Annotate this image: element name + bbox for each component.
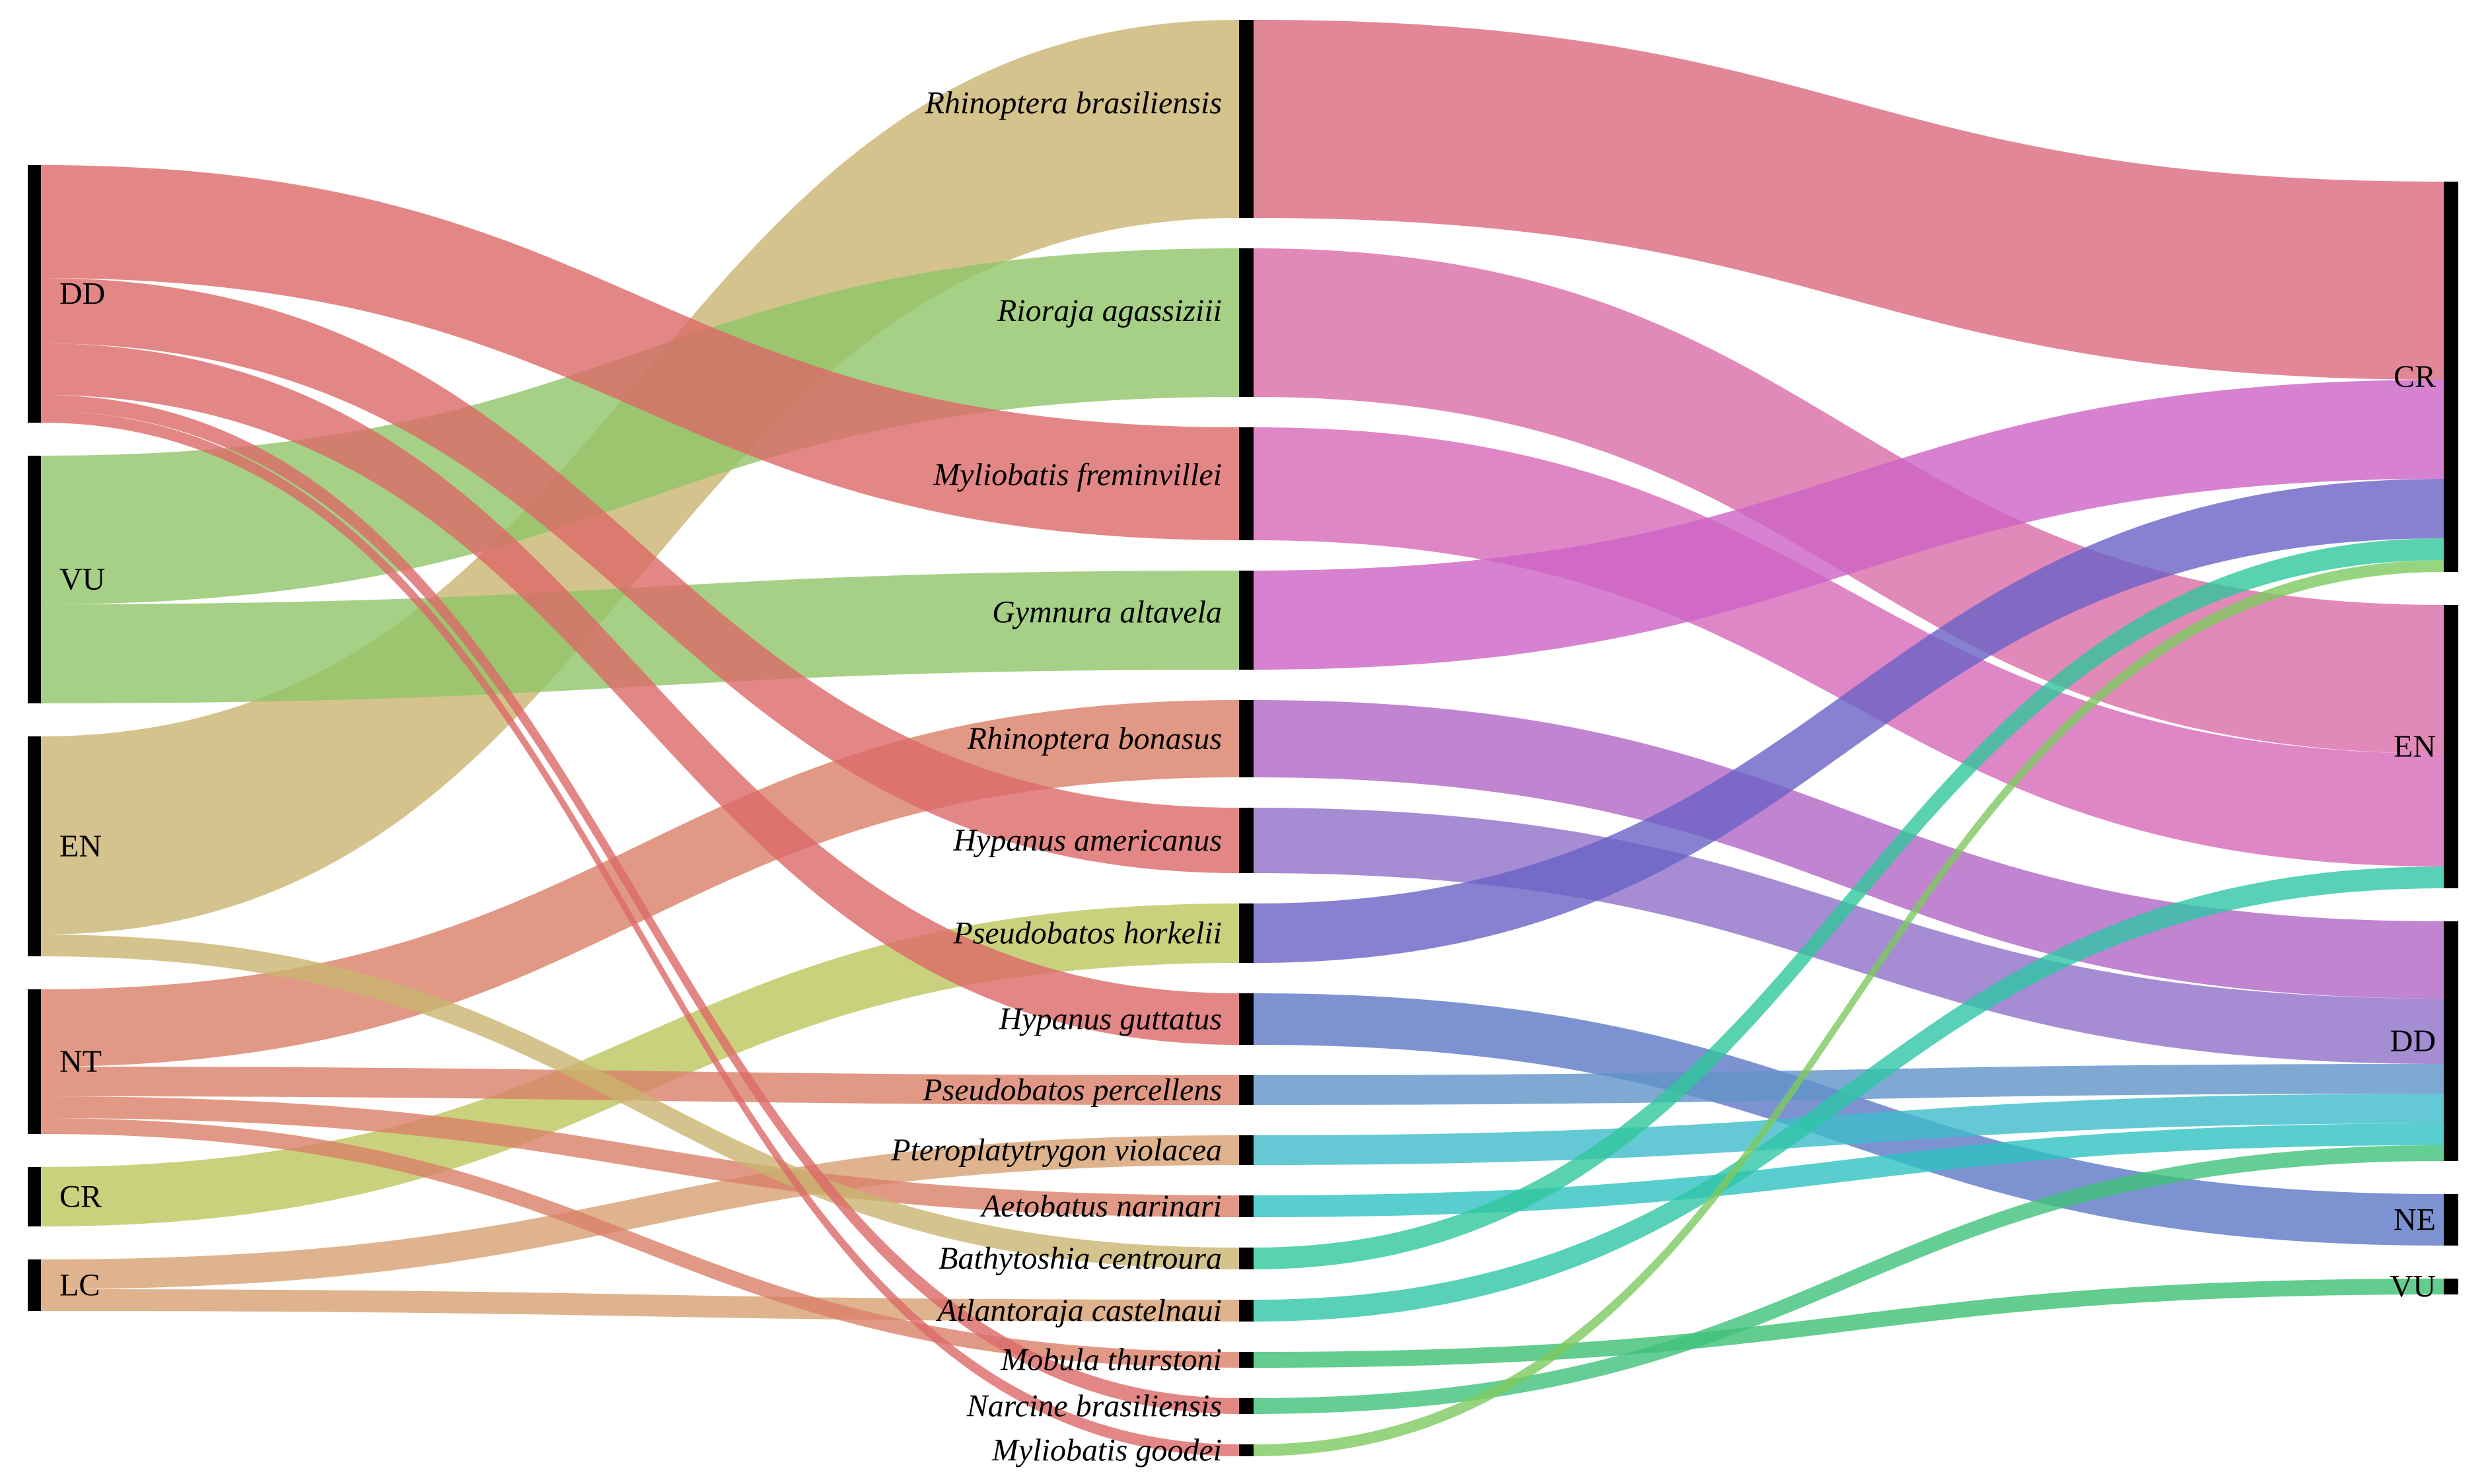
species-label-myliobatis-freminvillei: Myliobatis freminvillei — [933, 457, 1222, 492]
link-nt-to-pseudobatos-percellens — [41, 1067, 1239, 1105]
right-node-label-dd: DD — [2390, 1024, 2436, 1059]
species-bar-myliobatis-freminvillei — [1239, 427, 1254, 540]
left-node-bar-vu — [28, 456, 41, 703]
left-node-bar-dd — [28, 165, 41, 423]
right-node-label-en: EN — [2394, 729, 2436, 764]
left-node-label-en: EN — [59, 829, 102, 864]
link-pteroplatytrygon-violacea-to-dd — [1254, 1094, 2444, 1165]
left-node-bar-nt — [28, 989, 41, 1134]
link-vu-to-gymnura-altavela — [41, 571, 1239, 703]
right-node-bar-ne — [2444, 1194, 2458, 1246]
left-node-label-vu: VU — [59, 562, 105, 597]
species-bar-aetobatus-narinari — [1239, 1195, 1254, 1217]
species-label-myliobatis-goodei: Myliobatis goodei — [991, 1433, 1222, 1468]
species-label-rioraja-agassiziii: Rioraja agassiziii — [997, 293, 1222, 328]
species-bar-myliobatis-goodei — [1239, 1444, 1254, 1456]
species-label-hypanus-americanus: Hypanus americanus — [952, 823, 1222, 858]
left-node-label-cr: CR — [59, 1180, 102, 1215]
right-node-label-cr: CR — [2394, 359, 2436, 394]
species-bar-pseudobatos-percellens — [1239, 1075, 1254, 1105]
link-lc-to-pteroplatytrygon-violacea — [41, 1135, 1239, 1289]
right-links — [1254, 20, 2444, 1456]
species-bar-hypanus-guttatus — [1239, 993, 1254, 1045]
species-label-mobula-thurstoni: Mobula thurstoni — [1000, 1343, 1222, 1378]
link-rhinoptera-brasiliensis-to-cr — [1254, 20, 2444, 380]
link-dd-to-hypanus-americanus — [41, 278, 1239, 873]
right-node-label-vu: VU — [2390, 1269, 2436, 1304]
link-pseudobatos-horkelii-to-cr — [1254, 479, 2444, 963]
link-lc-to-atlantoraja-castelnaui — [41, 1289, 1239, 1322]
species-bar-gymnura-altavela — [1239, 571, 1254, 670]
species-label-bathytoshia-centroura: Bathytoshia centroura — [939, 1241, 1222, 1276]
species-bar-narcine-brasiliensis — [1239, 1398, 1254, 1414]
species-bar-pteroplatytrygon-violacea — [1239, 1135, 1254, 1165]
species-bar-bathytoshia-centroura — [1239, 1248, 1254, 1269]
species-bar-rioraja-agassiziii — [1239, 248, 1254, 397]
species-bar-atlantoraja-castelnaui — [1239, 1300, 1254, 1322]
link-bathytoshia-centroura-to-cr — [1254, 538, 2444, 1269]
species-label-aetobatus-narinari: Aetobatus narinari — [979, 1189, 1222, 1224]
link-dd-to-narcine-brasiliensis — [41, 395, 1239, 1414]
left-links — [41, 20, 1239, 1456]
species-label-rhinoptera-bonasus: Rhinoptera bonasus — [967, 721, 1222, 756]
link-myliobatis-goodei-to-cr — [1254, 560, 2444, 1456]
right-node-label-ne: NE — [2394, 1203, 2436, 1238]
species-label-hypanus-guttatus: Hypanus guttatus — [999, 1002, 1222, 1037]
left-node-bar-cr — [28, 1167, 41, 1226]
left-node-label-lc: LC — [59, 1268, 100, 1303]
species-label-pseudobatos-horkelii: Pseudobatos horkelii — [952, 916, 1222, 951]
left-node-label-dd: DD — [59, 277, 105, 312]
right-node-bar-dd — [2444, 921, 2458, 1161]
species-label-narcine-brasiliensis: Narcine brasiliensis — [966, 1389, 1222, 1424]
link-myliobatis-freminvillei-to-en — [1254, 427, 2444, 866]
right-node-bar-en — [2444, 605, 2458, 888]
link-mobula-thurstoni-to-vu — [1254, 1279, 2444, 1368]
species-bar-hypanus-americanus — [1239, 808, 1254, 873]
link-dd-to-hypanus-guttatus — [41, 343, 1239, 1045]
left-node-bar-en — [28, 736, 41, 956]
link-narcine-brasiliensis-to-dd — [1254, 1145, 2444, 1414]
species-label-atlantoraja-castelnaui: Atlantoraja castelnaui — [935, 1293, 1222, 1328]
species-label-pteroplatytrygon-violacea: Pteroplatytrygon violacea — [890, 1133, 1222, 1168]
species-label-gymnura-altavela: Gymnura altavela — [992, 595, 1222, 630]
species-bar-rhinoptera-brasiliensis — [1239, 20, 1254, 218]
species-label-rhinoptera-brasiliensis: Rhinoptera brasiliensis — [925, 86, 1222, 121]
species-bar-rhinoptera-bonasus — [1239, 700, 1254, 777]
left-node-label-nt: NT — [59, 1044, 102, 1079]
left-node-bar-lc — [28, 1259, 41, 1311]
node-bars — [28, 20, 2458, 1456]
link-atlantoraja-castelnaui-to-en — [1254, 866, 2444, 1322]
right-node-bar-vu — [2444, 1279, 2458, 1294]
species-bar-mobula-thurstoni — [1239, 1352, 1254, 1368]
link-dd-to-myliobatis-freminvillei — [41, 165, 1239, 540]
link-gymnura-altavela-to-cr — [1254, 380, 2444, 670]
species-bar-pseudobatos-horkelii — [1239, 903, 1254, 963]
node-labels: DD VU EN NT CR LC Rhinoptera brasiliensisRiora… — [59, 86, 2436, 1468]
right-node-bar-cr — [2444, 182, 2458, 572]
species-label-pseudobatos-percellens: Pseudobatos percellens — [922, 1073, 1222, 1108]
link-nt-to-aetobatus-narinari — [41, 1096, 1239, 1217]
link-dd-to-myliobatis-goodei — [41, 411, 1239, 1456]
link-en-to-bathytoshia-centroura — [41, 935, 1239, 1269]
link-nt-to-mobula-thurstoni — [41, 1118, 1239, 1368]
